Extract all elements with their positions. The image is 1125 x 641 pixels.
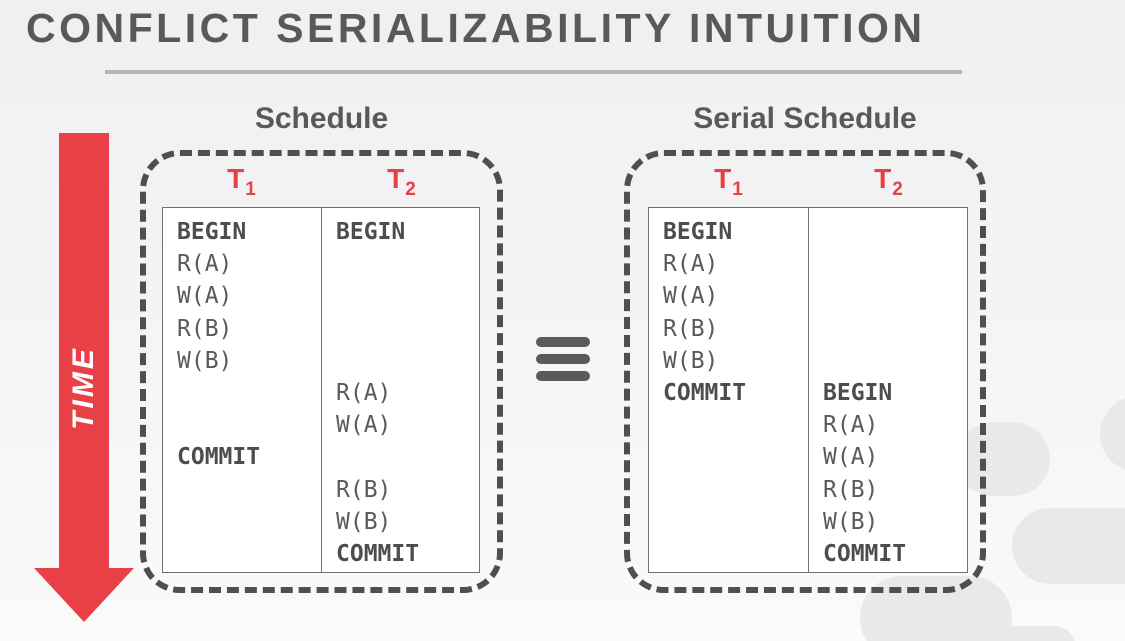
op-commit: COMMIT: [663, 380, 747, 407]
op-w(a): W(A): [177, 283, 233, 310]
title-underline: [105, 70, 962, 74]
op-begin: BEGIN: [336, 219, 406, 245]
op-r(b): R(B): [177, 315, 233, 342]
txn-base: T: [227, 163, 245, 194]
op-empty: [336, 345, 479, 377]
op-commit: COMMIT: [336, 541, 420, 568]
op-begin: BEGIN: [823, 380, 893, 407]
txn-subscript: 2: [892, 179, 903, 200]
op-commit: COMMIT: [823, 541, 907, 568]
schedule-table: BEGIN R(A) W(A) R(B) W(B) COMMIT BEGIN R(A) W…: [162, 207, 480, 573]
op-empty: [663, 506, 808, 538]
op-w(b): W(B): [663, 347, 719, 374]
op-w(a): W(A): [663, 283, 719, 310]
txn-base: T: [387, 163, 405, 194]
op-w(a): W(A): [823, 444, 879, 471]
serial-txn2-column: BEGIN R(A) W(A) R(B) W(B) COMMIT: [808, 208, 967, 572]
op-begin: BEGIN: [663, 219, 733, 245]
op-empty: [336, 248, 479, 280]
schedule-txn2-column: BEGIN R(A) W(A) R(B) W(B) COMMIT: [321, 208, 479, 572]
watermark-shape: [1012, 508, 1125, 584]
op-commit: COMMIT: [177, 444, 261, 471]
op-empty: [823, 248, 967, 280]
txn-base: T: [714, 163, 732, 194]
time-arrow-head-icon: [34, 568, 134, 622]
op-empty: [663, 538, 808, 570]
op-r(b): R(B): [823, 476, 879, 503]
op-empty: [177, 377, 321, 409]
op-empty: [336, 280, 479, 312]
txn-base: T: [874, 163, 892, 194]
txn-subscript: 1: [732, 179, 743, 200]
serial-schedule-heading: Serial Schedule: [693, 102, 917, 135]
op-begin: BEGIN: [177, 219, 247, 245]
op-empty: [823, 216, 967, 248]
op-empty: [336, 441, 479, 473]
op-empty: [823, 345, 967, 377]
txn-subscript: 1: [245, 179, 256, 200]
schedule-txn1-column: BEGIN R(A) W(A) R(B) W(B) COMMIT: [163, 208, 321, 572]
serial-txn1-column: BEGIN R(A) W(A) R(B) W(B) COMMIT: [649, 208, 808, 572]
op-empty: [336, 313, 479, 345]
slide-title: CONFLICT SERIALIZABILITY INTUITION: [26, 5, 926, 51]
op-r(a): R(A): [177, 251, 233, 278]
op-r(a): R(A): [336, 380, 392, 407]
watermark-shape: [1100, 396, 1125, 472]
op-empty: [177, 506, 321, 538]
op-w(a): W(A): [336, 412, 392, 439]
op-empty: [663, 474, 808, 506]
op-empty: [823, 313, 967, 345]
op-empty: [177, 409, 321, 441]
serial-txn2-header: T2: [874, 163, 903, 200]
op-r(a): R(A): [663, 251, 719, 278]
time-arrow-label: TIME: [67, 346, 100, 430]
op-empty: [663, 441, 808, 473]
serial-txn1-header: T1: [714, 163, 743, 200]
op-r(b): R(B): [336, 476, 392, 503]
schedule-txn2-header: T2: [387, 163, 416, 200]
op-empty: [177, 538, 321, 570]
op-w(b): W(B): [336, 508, 392, 535]
txn-subscript: 2: [405, 179, 416, 200]
op-r(a): R(A): [823, 412, 879, 439]
schedule-heading: Schedule: [254, 102, 389, 135]
schedule-panel-border: [140, 150, 503, 593]
serial-schedule-panel-border: [624, 150, 986, 593]
equivalence-icon: [536, 337, 590, 381]
op-r(b): R(B): [663, 315, 719, 342]
time-arrow-shaft: [59, 133, 109, 570]
op-w(b): W(B): [823, 508, 879, 535]
op-empty: [663, 409, 808, 441]
serial-schedule-table: BEGIN R(A) W(A) R(B) W(B) COMMIT BEGIN R(A) W(A…: [648, 207, 968, 573]
op-w(b): W(B): [177, 347, 233, 374]
op-empty: [177, 474, 321, 506]
watermark-shape: [956, 422, 1050, 496]
op-empty: [823, 280, 967, 312]
schedule-txn1-header: T1: [227, 163, 256, 200]
watermark-shape: [960, 626, 1076, 641]
